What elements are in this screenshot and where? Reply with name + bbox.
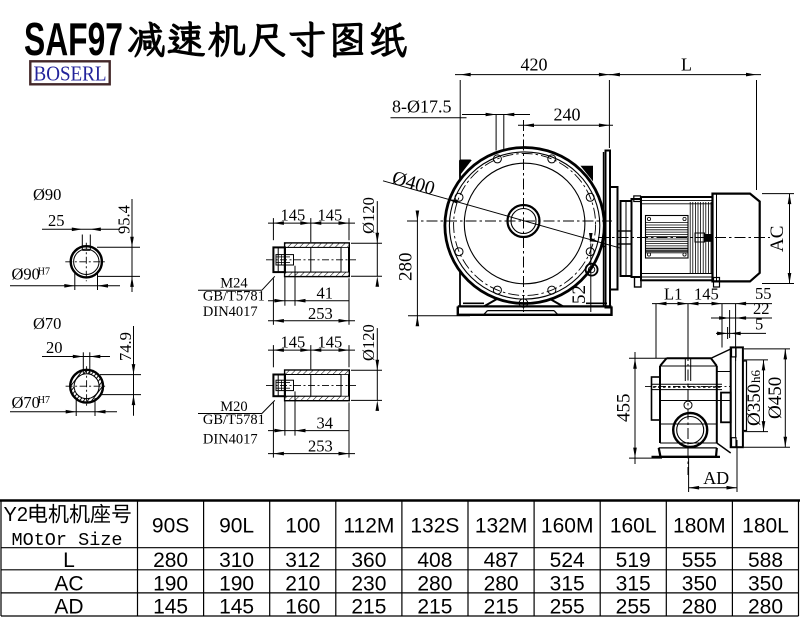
svg-text:Y2: Y2 [4,504,28,526]
svg-text:350: 350 [748,572,783,595]
svg-text:524: 524 [550,549,585,572]
svg-text:GB/T5781: GB/T5781 [203,412,265,428]
svg-text:M20: M20 [220,399,247,415]
svg-text:H7: H7 [38,395,50,406]
svg-text:h6: h6 [748,370,763,384]
svg-text:255: 255 [616,596,651,619]
svg-text:100: 100 [285,514,320,537]
svg-text:280: 280 [682,596,717,619]
svg-text:8-Ø17.5: 8-Ø17.5 [392,97,452,117]
svg-text:Ø450: Ø450 [765,377,786,419]
svg-text:145: 145 [281,206,306,225]
svg-text:487: 487 [484,549,519,572]
svg-text:253: 253 [308,437,333,456]
svg-text:420: 420 [521,55,548,75]
svg-text:145: 145 [318,206,343,225]
svg-text:280: 280 [748,596,783,619]
svg-text:588: 588 [748,549,783,572]
svg-text:315: 315 [616,572,651,595]
svg-text:312: 312 [285,549,320,572]
svg-text:215: 215 [351,596,386,619]
svg-text:190: 190 [219,572,254,595]
svg-text:AD: AD [54,596,83,619]
svg-text:25: 25 [48,211,65,230]
svg-text:90L: 90L [219,514,254,537]
svg-text:180L: 180L [742,514,789,537]
svg-text:210: 210 [285,572,320,595]
svg-text:Ø70: Ø70 [12,393,40,412]
svg-text:240: 240 [554,105,581,125]
svg-text:95.4: 95.4 [115,205,134,234]
svg-text:L: L [681,55,692,75]
svg-text:BOSERL: BOSERL [34,62,107,86]
svg-text:52: 52 [569,285,590,304]
svg-text:AD: AD [703,468,729,488]
svg-text:DIN4017: DIN4017 [203,432,258,448]
svg-text:Ø70: Ø70 [33,314,61,333]
svg-text:L1: L1 [664,285,682,304]
svg-text:GB/T5781: GB/T5781 [203,289,265,305]
svg-text:Ø350: Ø350 [744,384,765,426]
svg-text:145: 145 [219,596,254,619]
svg-text:160M: 160M [541,514,594,537]
svg-text:SAF97: SAF97 [24,13,123,65]
svg-text:M24: M24 [220,276,248,292]
svg-text:280: 280 [396,253,417,282]
svg-text:555: 555 [682,549,717,572]
svg-text:145: 145 [281,333,306,352]
svg-text:132M: 132M [475,514,528,537]
svg-text:350: 350 [682,572,717,595]
svg-text:255: 255 [550,596,585,619]
svg-text:455: 455 [614,394,635,423]
svg-text:190: 190 [153,572,188,595]
svg-text:41: 41 [317,284,334,303]
svg-text:280: 280 [153,549,188,572]
svg-text:145: 145 [318,333,343,352]
svg-text:AC: AC [767,226,788,252]
svg-text:360: 360 [351,549,386,572]
svg-text:Ø90: Ø90 [33,185,61,204]
svg-text:145: 145 [694,285,719,304]
svg-text:L: L [63,549,75,572]
svg-text:280: 280 [484,572,519,595]
svg-text:280: 280 [417,572,452,595]
svg-text:Ø120: Ø120 [359,197,378,234]
svg-text:180M: 180M [673,514,726,537]
svg-text:Ø120: Ø120 [359,324,378,361]
svg-text:160L: 160L [610,514,657,537]
svg-text:MOtOr Size: MOtOr Size [12,530,123,551]
svg-text:315: 315 [550,572,585,595]
svg-text:160: 160 [285,596,320,619]
svg-text:55: 55 [755,284,772,303]
svg-text:132S: 132S [410,514,459,537]
svg-text:H7: H7 [38,267,50,278]
svg-text:215: 215 [417,596,452,619]
svg-text:90S: 90S [152,514,189,537]
svg-text:519: 519 [616,549,651,572]
svg-text:145: 145 [153,596,188,619]
svg-text:215: 215 [484,596,519,619]
svg-text:22: 22 [753,299,770,318]
svg-text:74.9: 74.9 [116,332,135,361]
svg-text:408: 408 [417,549,452,572]
svg-text:34: 34 [317,414,334,433]
svg-text:112M: 112M [343,514,394,537]
svg-text:310: 310 [219,549,254,572]
svg-text:230: 230 [351,572,386,595]
svg-text:253: 253 [308,304,333,323]
svg-text:20: 20 [46,338,63,357]
svg-text:AC: AC [54,572,83,595]
svg-text:Ø90: Ø90 [12,265,40,284]
svg-text:DIN4017: DIN4017 [203,304,258,320]
svg-text:5: 5 [755,315,763,334]
